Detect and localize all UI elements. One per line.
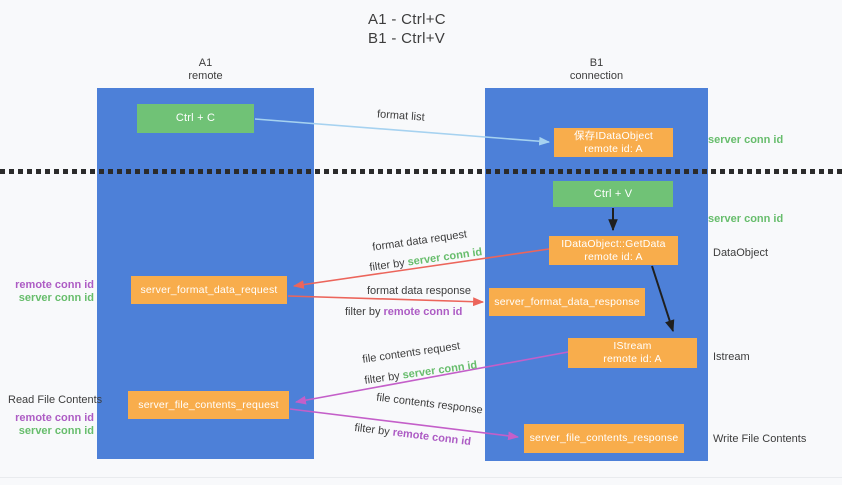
node-server-file-contents-response-label: server_file_contents_response	[529, 432, 679, 444]
node-idataobject-getdata: IDataObject::GetData remote id: A	[549, 236, 678, 265]
server-conn-id-label-top: server conn id	[708, 134, 784, 146]
node-server-format-data-response-label: server_format_data_response	[494, 295, 640, 308]
node-server-file-contents-request-label: server_file_contents_request	[138, 398, 279, 411]
dataobject-label: DataObject	[713, 247, 769, 259]
title-line-1: A1 - Ctrl+C	[368, 11, 446, 28]
column-header-a1: A1 remote	[97, 57, 314, 83]
node-ctrl-v-label: Ctrl + V	[593, 187, 633, 200]
filter-by-text: filter by	[368, 257, 406, 274]
node-server-format-data-request: server_format_data_request	[131, 276, 287, 304]
column-b1-role: connection	[569, 70, 624, 82]
conn-id-legend-file: remote conn id server conn id	[0, 412, 94, 438]
istream-side-label: Istream	[713, 351, 750, 363]
server-conn-id-label: server conn id	[18, 292, 94, 304]
node-ctrl-v: Ctrl + V	[553, 181, 673, 207]
node-istream-line1: IStream	[613, 340, 652, 352]
column-b1-name: B1	[589, 57, 604, 69]
column-a1-name: A1	[198, 57, 213, 69]
node-save-idataobject: 保存IDataObject remote id: A	[554, 128, 673, 157]
file-contents-response-filter-label: filter by remote conn id	[354, 422, 472, 448]
server-conn-id-text: server conn id	[401, 359, 479, 382]
remote-conn-id-label: remote conn id	[15, 412, 94, 424]
machine-boundary-dotted-line	[0, 169, 842, 174]
column-header-b1: B1 connection	[485, 57, 708, 83]
node-save-idataobject-line2: remote id: A	[584, 142, 643, 155]
node-istream-line2: remote id: A	[603, 353, 662, 365]
filter-by-text: filter by	[353, 421, 391, 439]
server-conn-id-text: server conn id	[406, 246, 484, 269]
remote-conn-id-label: remote conn id	[15, 279, 94, 291]
filter-by-text: filter by	[363, 370, 401, 387]
node-server-format-data-response: server_format_data_response	[489, 288, 645, 316]
node-server-file-contents-response: server_file_contents_response	[524, 424, 684, 453]
node-save-idataobject-line1: 保存IDataObject	[573, 129, 654, 142]
remote-conn-id-text: remote conn id	[383, 306, 463, 318]
write-file-contents-label: Write File Contents	[713, 433, 807, 445]
node-server-format-data-request-label: server_format_data_request	[140, 283, 278, 296]
file-contents-request-label: file contents request	[361, 340, 461, 366]
conn-id-legend-format: remote conn id server conn id	[0, 279, 94, 305]
node-server-file-contents-request: server_file_contents_request	[128, 391, 289, 419]
server-conn-id-label-middle: server conn id	[708, 213, 784, 225]
node-istream: IStream remote id: A	[568, 338, 697, 368]
read-file-contents-label: Read File Contents	[8, 394, 103, 406]
bottom-divider	[0, 477, 842, 478]
remote-conn-id-text: remote conn id	[391, 426, 472, 449]
column-a1-role: remote	[188, 70, 223, 82]
file-contents-response-label: file contents response	[375, 391, 484, 417]
format-list-label: format list	[376, 108, 426, 124]
format-data-response-filter-label: filter by remote conn id	[345, 306, 462, 318]
node-idataobject-getdata-line1: IDataObject::GetData	[561, 237, 666, 250]
node-ctrl-c: Ctrl + C	[137, 104, 254, 133]
title-line-2: B1 - Ctrl+V	[368, 30, 446, 47]
node-idataobject-getdata-line2: remote id: A	[584, 250, 643, 263]
node-ctrl-c-label: Ctrl + C	[175, 112, 216, 124]
filter-by-text: filter by	[345, 306, 381, 318]
server-conn-id-label: server conn id	[18, 425, 94, 437]
diagram-title: A1 - Ctrl+C B1 - Ctrl+V	[368, 10, 446, 48]
format-data-response-label: format data response	[367, 285, 471, 297]
